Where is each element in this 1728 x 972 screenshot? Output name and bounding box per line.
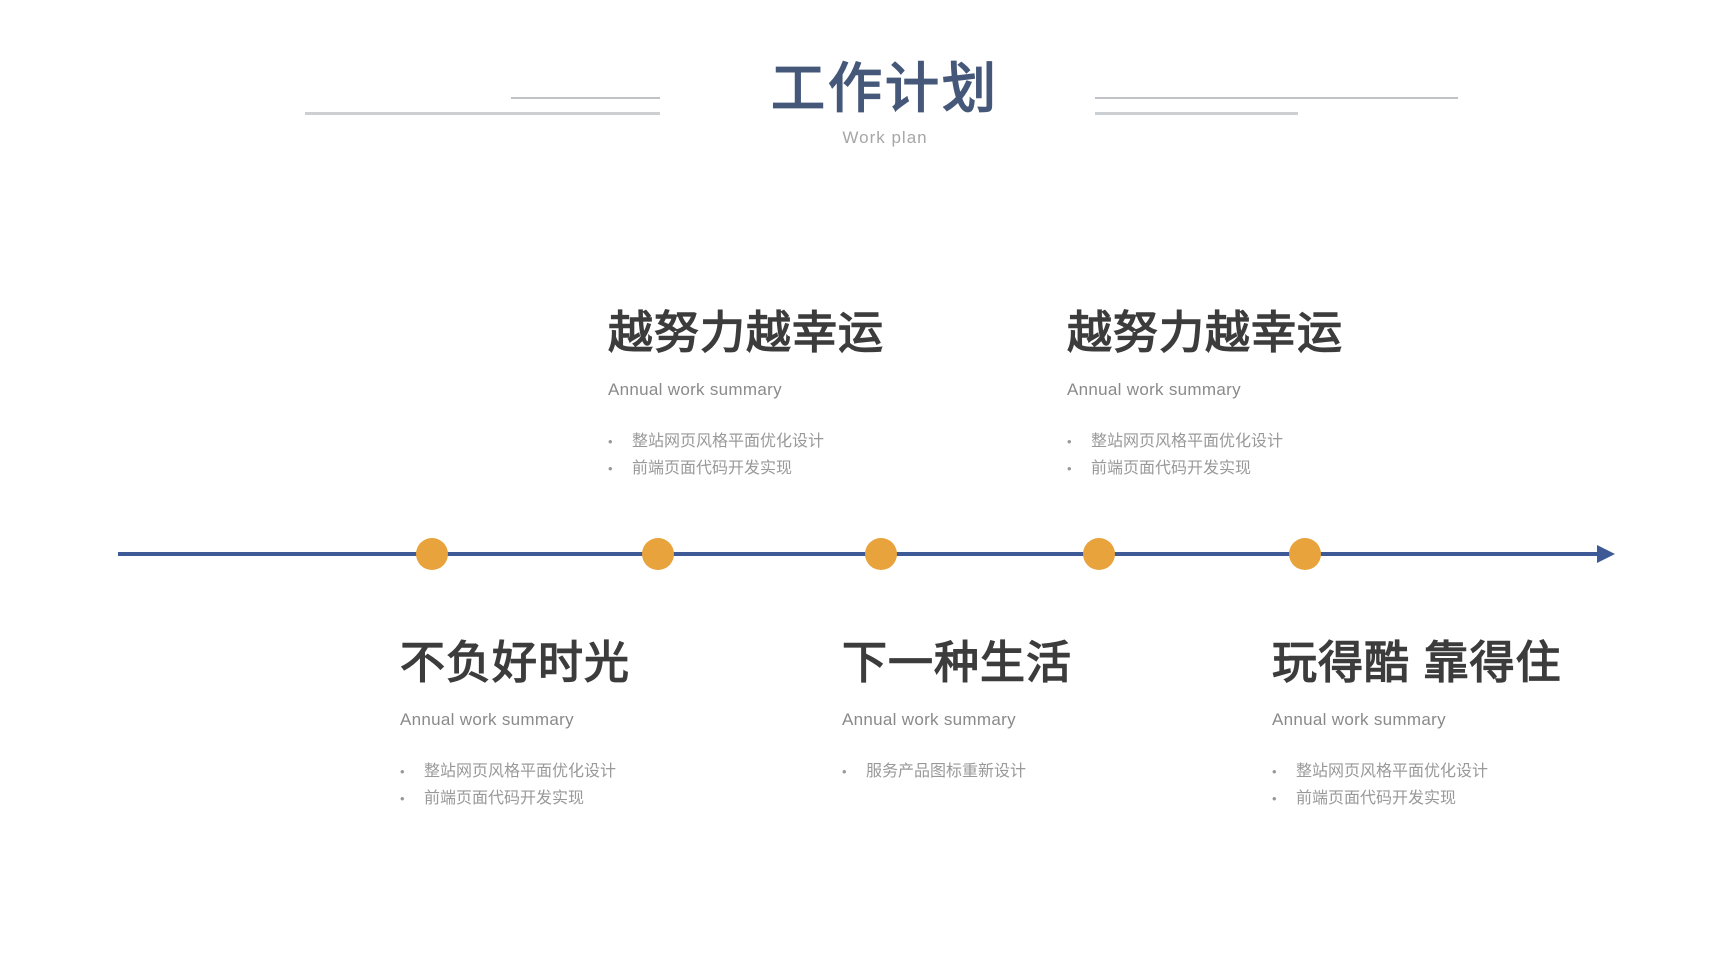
page-subtitle: Work plan bbox=[842, 128, 928, 148]
header: 工作计划 Work plan bbox=[690, 58, 1080, 148]
milestone-bullet-list: 整站网页风格平面优化设计 前端页面代码开发实现 bbox=[400, 758, 800, 812]
milestone-block-top-2: 越努力越幸运 Annual work summary 整站网页风格平面优化设计 … bbox=[1067, 306, 1467, 482]
bullet-dot-icon bbox=[608, 428, 632, 455]
timeline-dot-1 bbox=[416, 538, 448, 570]
milestone-bullet: 前端页面代码开发实现 bbox=[1067, 455, 1467, 482]
bullet-dot-icon bbox=[1272, 758, 1296, 785]
bullet-dot-icon bbox=[608, 455, 632, 482]
milestone-bullet: 整站网页风格平面优化设计 bbox=[1272, 758, 1672, 785]
bullet-text: 前端页面代码开发实现 bbox=[1296, 790, 1457, 807]
milestone-block-bottom-2: 下一种生活 Annual work summary 服务产品图标重新设计 bbox=[842, 636, 1242, 785]
bullet-dot-icon bbox=[1067, 428, 1091, 455]
header-rule-right-long bbox=[1095, 97, 1458, 99]
timeline-arrow-icon bbox=[1597, 545, 1615, 563]
timeline-line bbox=[118, 552, 1600, 556]
milestone-block-bottom-3: 玩得酷 靠得住 Annual work summary 整站网页风格平面优化设计… bbox=[1272, 636, 1672, 812]
milestone-bullet-list: 整站网页风格平面优化设计 前端页面代码开发实现 bbox=[1272, 758, 1672, 812]
timeline-dot-4 bbox=[1083, 538, 1115, 570]
milestone-heading: 不负好时光 bbox=[400, 637, 631, 688]
milestone-block-bottom-1: 不负好时光 Annual work summary 整站网页风格平面优化设计 前… bbox=[400, 636, 800, 812]
milestone-bullet: 前端页面代码开发实现 bbox=[400, 785, 800, 812]
timeline-dot-3 bbox=[865, 538, 897, 570]
page-title: 工作计划 bbox=[771, 59, 999, 119]
milestone-bullet: 整站网页风格平面优化设计 bbox=[400, 758, 800, 785]
milestone-bullet: 整站网页风格平面优化设计 bbox=[1067, 428, 1467, 455]
milestone-heading: 越努力越幸运 bbox=[1067, 307, 1344, 358]
milestone-subheading: Annual work summary bbox=[608, 380, 782, 399]
bullet-dot-icon bbox=[400, 785, 424, 812]
milestone-block-top-1: 越努力越幸运 Annual work summary 整站网页风格平面优化设计 … bbox=[608, 306, 1008, 482]
milestone-bullet-list: 服务产品图标重新设计 bbox=[842, 758, 1242, 785]
timeline-dot-2 bbox=[642, 538, 674, 570]
milestone-subheading: Annual work summary bbox=[400, 710, 574, 729]
timeline-dot-5 bbox=[1289, 538, 1321, 570]
bullet-text: 整站网页风格平面优化设计 bbox=[1091, 433, 1284, 450]
milestone-bullet: 前端页面代码开发实现 bbox=[1272, 785, 1672, 812]
bullet-dot-icon bbox=[1067, 455, 1091, 482]
milestone-bullet: 整站网页风格平面优化设计 bbox=[608, 428, 1008, 455]
bullet-text: 整站网页风格平面优化设计 bbox=[1296, 763, 1489, 780]
bullet-text: 整站网页风格平面优化设计 bbox=[424, 763, 617, 780]
header-rule-left-long bbox=[305, 112, 660, 115]
bullet-dot-icon bbox=[1272, 785, 1296, 812]
bullet-text: 整站网页风格平面优化设计 bbox=[632, 433, 825, 450]
bullet-dot-icon bbox=[400, 758, 424, 785]
milestone-heading: 越努力越幸运 bbox=[608, 307, 885, 358]
header-rule-right-short bbox=[1095, 112, 1298, 115]
bullet-text: 前端页面代码开发实现 bbox=[1091, 460, 1252, 477]
milestone-heading: 下一种生活 bbox=[842, 637, 1073, 688]
milestone-heading: 玩得酷 靠得住 bbox=[1272, 637, 1562, 688]
milestone-bullet: 服务产品图标重新设计 bbox=[842, 758, 1242, 785]
bullet-text: 服务产品图标重新设计 bbox=[866, 763, 1027, 780]
bullet-text: 前端页面代码开发实现 bbox=[424, 790, 585, 807]
milestone-subheading: Annual work summary bbox=[842, 710, 1016, 729]
header-rule-left-short bbox=[511, 97, 660, 99]
milestone-bullet-list: 整站网页风格平面优化设计 前端页面代码开发实现 bbox=[1067, 428, 1467, 482]
milestone-bullet: 前端页面代码开发实现 bbox=[608, 455, 1008, 482]
milestone-bullet-list: 整站网页风格平面优化设计 前端页面代码开发实现 bbox=[608, 428, 1008, 482]
bullet-text: 前端页面代码开发实现 bbox=[632, 460, 793, 477]
bullet-dot-icon bbox=[842, 758, 866, 785]
milestone-subheading: Annual work summary bbox=[1272, 710, 1446, 729]
milestone-subheading: Annual work summary bbox=[1067, 380, 1241, 399]
